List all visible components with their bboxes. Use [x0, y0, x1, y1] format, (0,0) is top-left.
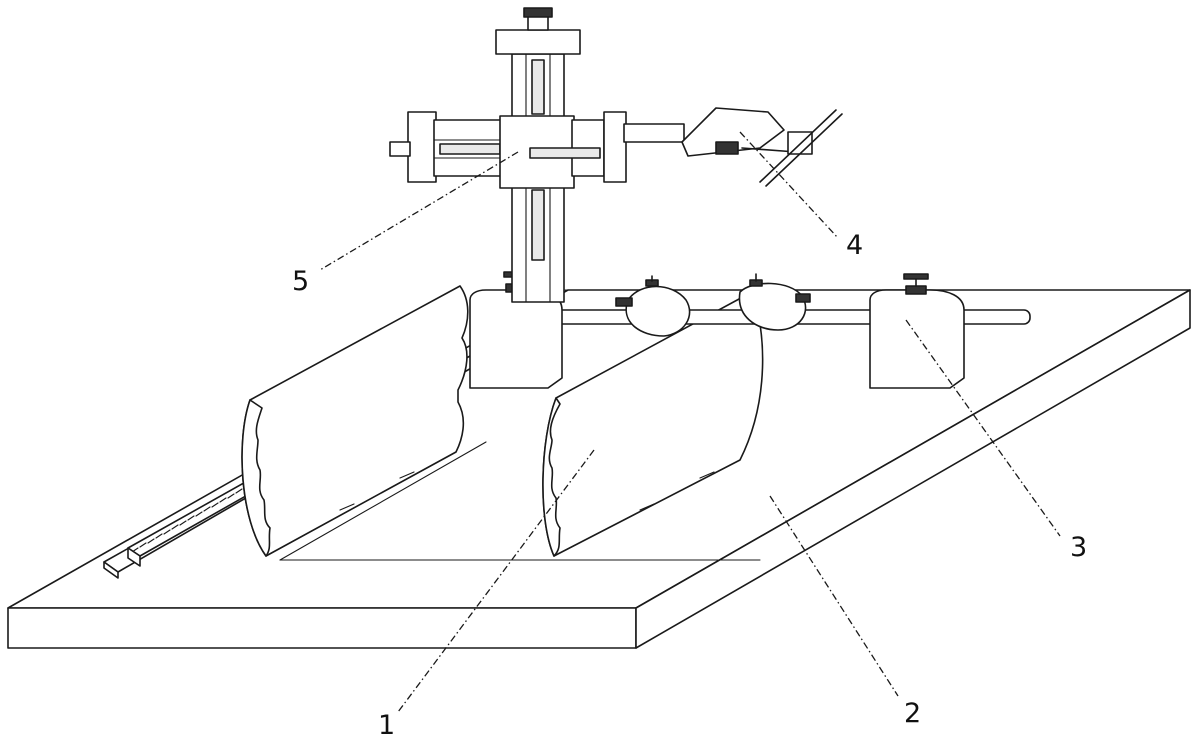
- leader-5: [319, 151, 519, 271]
- leader-3: [905, 319, 1061, 537]
- callout-2: 2: [904, 698, 921, 729]
- horizontal-carriage: [389, 111, 685, 189]
- leader-lines: [319, 131, 1061, 713]
- callout-5: 5: [292, 266, 309, 297]
- callout-3: 3: [1070, 532, 1087, 563]
- callout-labels: 1 2 3 4 5: [292, 230, 1087, 741]
- clamp-block-right: [869, 273, 965, 389]
- right-trough-panel: [542, 291, 764, 557]
- leader-1: [397, 449, 595, 713]
- callout-4: 4: [846, 230, 863, 261]
- leader-2: [769, 495, 899, 697]
- callout-1: 1: [378, 710, 395, 741]
- nozzle-head: [681, 107, 843, 187]
- pipe-collars: [615, 273, 811, 337]
- left-trough-panel: [241, 285, 469, 557]
- leader-4: [739, 131, 839, 239]
